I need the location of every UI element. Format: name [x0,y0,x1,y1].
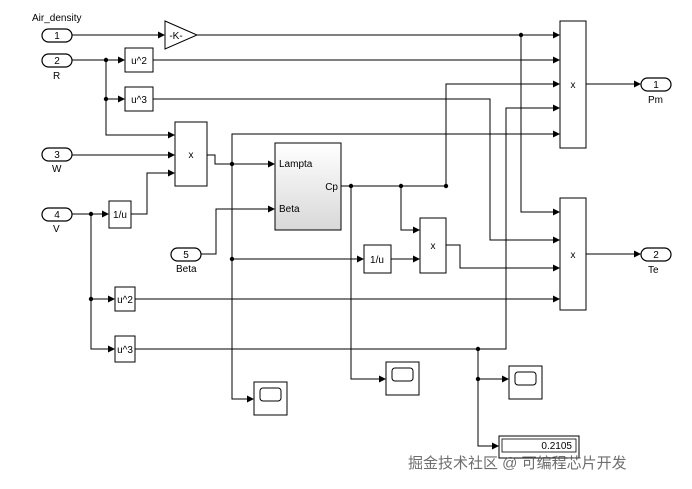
svg-text:1: 1 [653,80,659,91]
svg-text:-K-: -K- [169,31,182,42]
inport-air-density[interactable]: 1 Air_density [32,13,81,43]
svg-text:2: 2 [653,250,659,261]
gain-block[interactable]: -K- [164,20,199,50]
pow2-v-block[interactable]: u^2 [114,286,136,312]
svg-text:x: x [189,150,194,161]
svg-text:x: x [571,80,576,91]
svg-text:x: x [571,250,576,261]
recip-v-block[interactable]: 1/u [108,200,132,229]
svg-text:W: W [52,164,62,175]
display-block[interactable]: 0.2105 [498,435,580,459]
svg-text:Lampta: Lampta [279,159,313,170]
signal-lines [72,31,641,450]
svg-text:4: 4 [54,210,60,221]
svg-text:x: x [431,241,436,252]
inport-beta[interactable]: 5 Beta [170,247,202,275]
junctions [88,32,524,382]
outport-te[interactable]: 2 Te [640,247,672,276]
svg-text:0.2105: 0.2105 [541,441,572,452]
svg-text:u^2: u^2 [117,295,133,306]
scope-cp[interactable] [385,361,420,396]
cp-block[interactable]: Lampta Beta Cp [274,142,342,231]
svg-text:1: 1 [54,31,60,42]
watermark: 掘金技术社区 @ 可编程芯片开发 [408,455,627,472]
inport-w[interactable]: 3 W [41,147,73,175]
svg-text:1/u: 1/u [370,255,384,266]
pow3-v-block[interactable]: u^3 [114,335,136,363]
svg-text:5: 5 [183,250,189,261]
svg-text:Pm: Pm [648,95,663,106]
svg-text:1/u: 1/u [113,210,127,221]
multiply-w-block[interactable]: x [174,121,208,187]
svg-text:Air_density: Air_density [32,13,81,24]
inport-r[interactable]: 2 R [41,53,73,82]
svg-text:Beta: Beta [279,204,300,215]
svg-text:Beta: Beta [176,264,197,275]
multiply-te-block[interactable]: x [559,197,587,311]
svg-text:Te: Te [648,265,659,276]
recip-mid-block[interactable]: 1/u [363,244,392,274]
svg-text:V: V [53,224,60,235]
scope-v3[interactable] [508,365,543,400]
svg-text:Cp: Cp [325,182,338,193]
svg-text:u^2: u^2 [131,56,147,67]
svg-text:R: R [53,71,60,82]
inport-v[interactable]: 4 V [41,207,73,235]
outport-pm[interactable]: 1 Pm [640,77,672,106]
pow3-r-block[interactable]: u^3 [124,86,154,112]
svg-text:u^3: u^3 [131,95,147,106]
svg-text:2: 2 [54,56,60,67]
svg-text:u^3: u^3 [117,345,133,356]
svg-text:3: 3 [54,150,60,161]
multiply-pm-block[interactable]: x [559,20,587,149]
scope-lambda[interactable] [253,381,288,416]
pow2-r-block[interactable]: u^2 [124,47,154,73]
multiply-mid-block[interactable]: x [419,217,447,274]
